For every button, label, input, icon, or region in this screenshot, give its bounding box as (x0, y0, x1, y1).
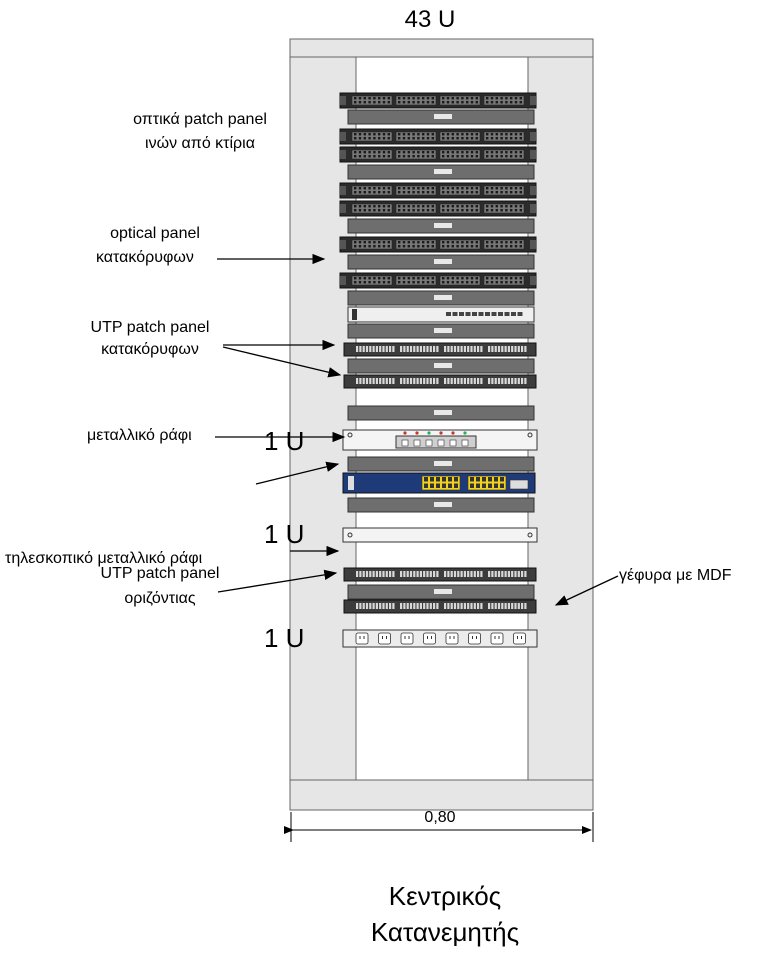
cable-manager-8 (347, 405, 535, 421)
cable-manager-11 (347, 584, 535, 600)
cable-manager-4 (347, 254, 535, 270)
network-switch (342, 472, 536, 494)
width-dimension (284, 812, 594, 842)
width-label: 0,80 (424, 809, 456, 826)
label-utp-horizontal-1: UTP patch panel (100, 565, 220, 582)
cable-manager-9 (347, 456, 535, 472)
label-optical-buildings-1: οπτικά patch panel (133, 111, 267, 128)
title-line-1: Κεντρικός (388, 881, 502, 911)
label-bridge-mdf: γέφυρα με MDF (619, 567, 732, 584)
utp-horizontal-panel-2 (343, 599, 537, 614)
cable-manager-10 (347, 497, 535, 513)
telescopic-shelf (342, 527, 538, 543)
fiber-panel-7 (339, 272, 537, 289)
arrow-bridge-mdf (554, 575, 619, 606)
label-utp-vertical-1: UTP patch panel (90, 319, 210, 336)
cable-manager-1 (347, 109, 535, 125)
power-strip (342, 629, 538, 648)
arrow-utp-vertical-2 (222, 346, 342, 378)
arrow-under-shelf (255, 461, 340, 485)
metal-shelf (342, 429, 538, 451)
label-optical-vertical-2: κατακόρυφων (96, 249, 194, 266)
arrow-utp-horizontal (217, 569, 338, 593)
rack-equipment (339, 92, 538, 648)
utp-horizontal-panel-1 (343, 567, 537, 582)
rack-size-label: 43 U (404, 6, 456, 33)
cable-manager-5 (347, 290, 535, 306)
callout-arrows (215, 253, 619, 606)
cable-manager-2 (347, 164, 535, 180)
label-utp-horizontal-2: οριζόντιας (124, 590, 196, 607)
cable-manager-7 (347, 358, 535, 374)
label-utp-vertical-2: κατακόρυφων (101, 341, 199, 358)
label-optical-buildings-2: ινών από κτίρια (145, 135, 255, 152)
fiber-panel-3 (339, 146, 537, 163)
unit-label-1: 1 U (264, 426, 305, 456)
label-telescopic-shelf: τηλεσκοπικό μεταλλικό ράφι (5, 550, 203, 567)
unit-label-3: 1 U (264, 623, 305, 653)
optical-vertical-panel (347, 306, 535, 323)
unit-label-2: 1 U (264, 519, 305, 549)
cable-manager-3 (347, 218, 535, 234)
utp-vertical-panel-1 (343, 342, 537, 357)
fiber-panel-1 (339, 92, 537, 109)
cable-manager-6 (347, 323, 535, 339)
title-line-2: Κατανεμητής (370, 917, 520, 947)
fiber-panel-4 (339, 182, 537, 199)
fiber-panel-6 (339, 236, 537, 253)
rack-frame (289, 38, 594, 811)
label-optical-vertical-1: optical panel (110, 225, 200, 242)
fiber-panel-5 (339, 200, 537, 217)
fiber-panel-2 (339, 128, 537, 145)
label-metal-shelf: μεταλλικό ράφι (87, 427, 192, 444)
utp-vertical-panel-2 (343, 374, 537, 389)
